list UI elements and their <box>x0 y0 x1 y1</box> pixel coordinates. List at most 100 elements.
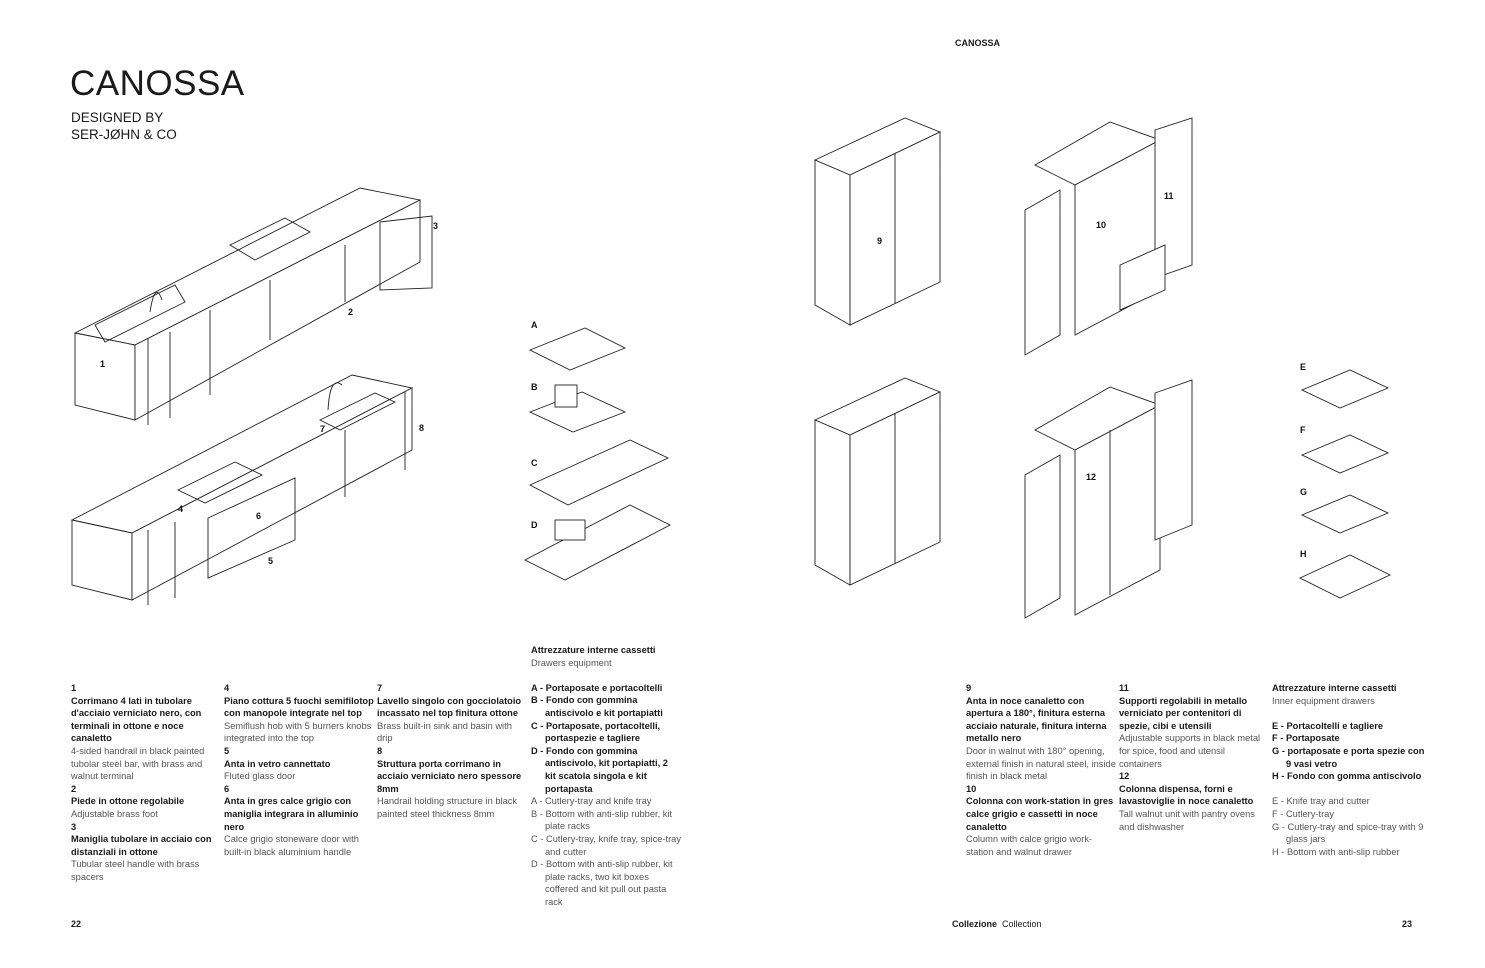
drawer-item-en: H - Bottom with anti-slip rubber <box>1272 846 1400 857</box>
drawer-item-it: E - Portacoltelli e tagliere <box>1272 720 1384 731</box>
drawer-item-it: D - Fondo con gommina antiscivolo, kit p… <box>531 745 668 794</box>
footer-section: Collezione Collection <box>952 919 1042 929</box>
drawer-item-it: B - Fondo con gommina antiscivolo e kit … <box>531 695 663 718</box>
item-number: 6 <box>224 783 230 794</box>
footer-en: Collection <box>1002 919 1042 929</box>
item-title-it: Maniglia tubolare in acciaio con distanz… <box>71 834 212 857</box>
page-title: CANOSSA <box>70 64 245 103</box>
callout-3: 3 <box>433 221 438 231</box>
item-desc-en: Handrail holding structure in black pain… <box>377 796 518 819</box>
drawer-item-it: A - Portaposate e portacoltelli <box>531 682 663 693</box>
items-column-3: 7 Lavello singolo con gocciolatoio incas… <box>377 682 527 821</box>
item-title-it: Colonna dispensa, forni e lavastoviglie … <box>1119 783 1254 807</box>
running-header: CANOSSA <box>955 38 1001 48</box>
item-desc-en: Door in walnut with 180° opening, extern… <box>966 745 1116 782</box>
label-e: E <box>1300 362 1306 372</box>
label-d: D <box>531 520 538 530</box>
designer-name: SER-JØHN & CO <box>71 127 177 142</box>
item-desc-en: Semiflush hob with 5 burners knobs integ… <box>224 720 372 744</box>
drawing-callouts-left: 1 2 3 4 5 6 7 8 <box>100 221 438 566</box>
designed-by-label: DESIGNED BY <box>71 110 164 125</box>
item-number: 12 <box>1119 771 1130 782</box>
callout-8: 8 <box>419 423 424 433</box>
drawer-item-en: F - Cutlery-tray <box>1272 808 1334 819</box>
item-number: 9 <box>966 683 972 693</box>
item-desc-en: Tall walnut unit with pantry ovens and d… <box>1119 808 1255 832</box>
callout-9: 9 <box>877 236 882 246</box>
drawer-item-it: F - Portaposate <box>1272 733 1340 744</box>
item-desc-en: Adjustable supports in black metal for s… <box>1119 733 1261 769</box>
drawers-title-en: Inner equipment drawers <box>1272 695 1375 706</box>
column-drawing-9-closed <box>813 377 942 586</box>
item-desc-en: Adjustable brass foot <box>71 808 158 819</box>
drawers-column-right: Attrezzature interne cassetti Inner equi… <box>1272 682 1432 858</box>
item-title-it: Anta in gres calce grigio con maniglia i… <box>224 796 359 832</box>
label-b: B <box>531 382 538 392</box>
drawer-item-it: G - portaposate e porta spezie con 9 vas… <box>1272 745 1425 769</box>
item-title-it: Corrimano 4 lati in tubolare d'acciaio v… <box>71 695 202 744</box>
items-column-1: 1 Corrimano 4 lati in tubolare d'acciaio… <box>71 682 221 884</box>
column-drawing-9 <box>813 117 942 326</box>
drawer-item-en: D - Bottom with anti-slip rubber, kit pl… <box>531 859 673 907</box>
callout-7: 7 <box>320 424 325 434</box>
label-g: G <box>1300 487 1307 497</box>
island-drawing-2 <box>70 374 414 605</box>
callout-6: 6 <box>256 511 261 521</box>
drawing-callouts-right: 9 10 11 12 <box>877 191 1174 482</box>
item-number: 8 <box>377 745 383 756</box>
accessory-drawings-right: E F G H <box>1298 362 1392 599</box>
page-number-left: 22 <box>71 919 82 929</box>
drawers-title-en: Drawers equipment <box>531 657 612 668</box>
item-title-it: Colonna con work-station in gres calce g… <box>966 796 1114 832</box>
drawer-item-it: C - Portaposate, portacoltelli, portaspe… <box>531 720 661 744</box>
item-desc-en: Fluted glass door <box>224 771 296 782</box>
item-title-it: Supporti regolabili in metallo verniciat… <box>1119 695 1248 731</box>
items-column-5: 11 Supporti regolabili in metallo vernic… <box>1119 682 1269 833</box>
column-drawing-12 <box>1024 379 1193 619</box>
item-desc-en: Column with calce grigio work-station an… <box>966 834 1093 857</box>
item-number: 5 <box>224 745 230 756</box>
designer-credit: DESIGNED BY SER-JØHN & CO <box>71 109 177 143</box>
callout-10: 10 <box>1096 220 1106 230</box>
item-number: 11 <box>1119 683 1129 693</box>
drawers-title-it: Attrezzature interne cassetti <box>1272 683 1397 693</box>
item-title-it: Piede in ottone regolabile <box>71 796 185 807</box>
drawer-item-en: E - Knife tray and cutter <box>1272 796 1370 807</box>
label-f: F <box>1300 425 1306 435</box>
drawers-column-left: Attrezzature interne cassetti Drawers eq… <box>531 644 681 908</box>
label-a: A <box>531 320 538 330</box>
drawer-item-en: B - Bottom with anti-slip rubber, kit pl… <box>531 808 673 832</box>
drawer-item-en: A - Cutlery-tray and knife tray <box>531 796 652 807</box>
items-column-2: 4 Piano cottura 5 fuochi semifilotop con… <box>224 682 374 858</box>
callout-12: 12 <box>1086 472 1096 482</box>
item-desc-en: Tubular steel handle with brass spacers <box>71 859 200 882</box>
drawer-item-en: C - Cutlery-tray, knife tray, spice-tray… <box>531 833 681 857</box>
item-number: 7 <box>377 683 383 693</box>
item-desc-en: 4-sided handrail in black painted tubola… <box>71 745 205 782</box>
items-column-4: 9 Anta in noce canaletto con apertura a … <box>966 682 1116 858</box>
callout-2: 2 <box>348 307 353 317</box>
item-number: 1 <box>71 683 77 693</box>
item-number: 10 <box>966 783 977 794</box>
item-number: 4 <box>224 683 230 693</box>
item-desc-en: Calce grigio stoneware door with built-i… <box>224 834 359 857</box>
callout-5: 5 <box>268 556 273 566</box>
callout-1: 1 <box>100 359 105 369</box>
item-title-it: Anta in vetro cannettato <box>224 758 331 769</box>
drawers-title-it: Attrezzature interne cassetti <box>531 645 656 655</box>
island-drawing-1 <box>73 187 433 425</box>
item-title-it: Piano cottura 5 fuochi semifilotop con m… <box>224 695 374 719</box>
callout-4: 4 <box>178 504 183 514</box>
item-title-it: Struttura porta corrimano in acciaio ver… <box>377 758 522 794</box>
item-title-it: Anta in noce canaletto con apertura a 18… <box>966 695 1107 744</box>
column-drawing-10-11 <box>1024 117 1193 356</box>
footer-it: Collezione <box>952 919 998 929</box>
accessory-drawings-left: A B C D <box>524 320 671 581</box>
item-title-it: Lavello singolo con gocciolatoio incassa… <box>377 695 522 719</box>
item-number: 3 <box>71 821 77 832</box>
label-c: C <box>531 458 538 468</box>
callout-11: 11 <box>1164 191 1174 201</box>
item-number: 2 <box>71 783 77 794</box>
label-h: H <box>1300 549 1307 559</box>
